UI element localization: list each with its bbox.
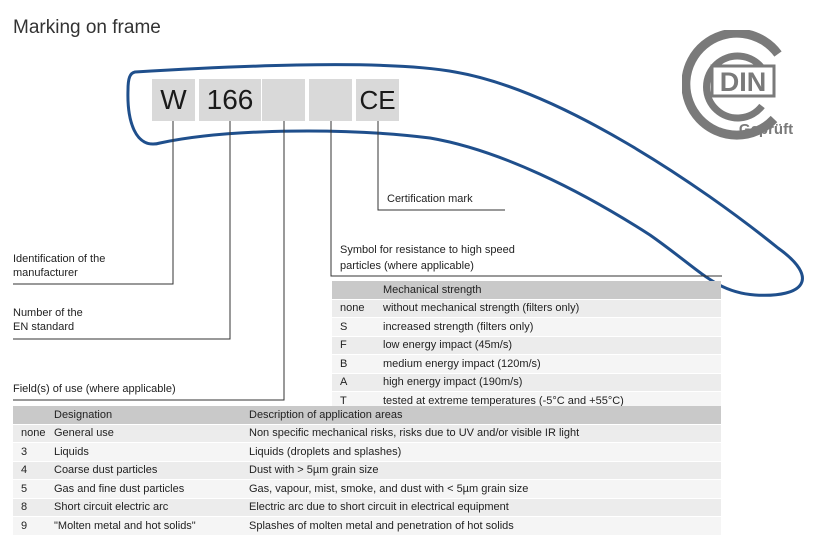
table-row: 9 "Molten metal and hot solids" Splashes o… <box>13 516 721 535</box>
table-row: none without mechanical strength (filters… <box>332 299 721 318</box>
label-en-standard: Number of the EN standard <box>13 306 83 334</box>
description-cell: Dust with > 5µm grain size <box>249 464 379 477</box>
leader-manufacturer <box>13 121 174 285</box>
designation-cell: General use <box>54 427 114 440</box>
table-row: 4 Coarse dust particles Dust with > 5µm gr… <box>13 461 721 480</box>
label-en-line1: Number of the <box>13 307 83 319</box>
designation-cell: Gas and fine dust particles <box>54 482 185 495</box>
description-cell: high energy impact (190m/s) <box>383 376 523 389</box>
code-cell: A <box>340 376 348 389</box>
label-high-speed-line2: particles (where applicable) <box>340 260 474 272</box>
code-cell: 4 <box>21 464 28 477</box>
code-cell: T <box>340 394 347 407</box>
din-logo-subtext: Geprüft <box>739 121 793 138</box>
code-cell: B <box>340 357 348 370</box>
leader-fields <box>13 121 285 401</box>
header-cell <box>13 406 46 424</box>
mechanical-strength-table: Mechanical strength none without mechanic… <box>332 281 721 410</box>
label-fields-of-use: Field(s) of use (where applicable) <box>13 383 176 395</box>
description-cell: medium energy impact (120m/s) <box>383 357 541 370</box>
description-cell: low energy impact (45m/s) <box>383 339 512 352</box>
description-cell: increased strength (filters only) <box>383 320 534 333</box>
header-cell: Mechanical strength <box>383 283 482 296</box>
ce-mark: CE <box>356 79 399 121</box>
code-cell: 5 <box>21 482 28 495</box>
description-cell: Non specific mechanical risks, risks due… <box>249 427 580 440</box>
designation-cell: "Molten metal and hot solids" <box>54 519 196 532</box>
description-cell: Liquids (droplets and splashes) <box>249 445 402 458</box>
page-title: Marking on frame <box>13 17 161 38</box>
marking-box-w: W <box>152 79 195 121</box>
code-cell: 9 <box>21 519 28 532</box>
code-cell: 8 <box>21 501 28 514</box>
designation-cell: Coarse dust particles <box>54 464 158 477</box>
label-en-line2: EN standard <box>13 321 75 333</box>
description-cell: Gas, vapour, mist, smoke, and dust with … <box>249 482 529 495</box>
din-logo-text: DIN <box>720 67 767 97</box>
table-row: 3 Liquids Liquids (droplets and splashes) <box>13 442 721 461</box>
description-cell: Splashes of molten metal and penetration… <box>249 519 514 532</box>
code-cell: none <box>21 427 46 440</box>
frame-outline <box>126 63 804 297</box>
leader-high-speed <box>330 121 722 277</box>
label-manufacturer-line2: manufacturer <box>13 267 78 279</box>
marking-box-empty-2 <box>309 79 352 121</box>
description-cell: without mechanical strength (filters onl… <box>383 302 580 315</box>
designation-cell: Liquids <box>54 445 89 458</box>
table-header-row: Designation Description of application a… <box>13 406 721 424</box>
code-cell: S <box>340 320 348 333</box>
label-certification-mark: Certification mark <box>387 193 473 205</box>
label-high-speed-line1: Symbol for resistance to high speed <box>340 244 515 256</box>
code-cell: none <box>340 302 365 315</box>
marking-box-empty-1 <box>262 79 305 121</box>
header-cell: Description of application areas <box>249 408 403 421</box>
label-manufacturer: Identification of the manufacturer <box>13 252 105 280</box>
description-cell: tested at extreme temperatures (-5°C and… <box>383 394 624 407</box>
header-cell: Designation <box>54 408 113 421</box>
designation-cell: Short circuit electric arc <box>54 501 169 514</box>
marking-box-standard: 166 <box>199 79 261 121</box>
table-header-row: Mechanical strength <box>332 281 721 299</box>
label-high-speed: Symbol for resistance to high speed part… <box>340 243 515 273</box>
label-manufacturer-line1: Identification of the <box>13 253 106 265</box>
field-of-use-table: Designation Description of application a… <box>13 406 721 535</box>
code-cell: F <box>340 339 347 352</box>
leader-en-standard <box>13 121 231 340</box>
leader-certification <box>377 121 505 211</box>
header-cell <box>332 281 375 299</box>
din-gepruft-seal-icon: DIN Geprüft <box>682 30 793 140</box>
table-row: 5 Gas and fine dust particles Gas, vapour,… <box>13 479 721 498</box>
code-cell: 3 <box>21 445 28 458</box>
table-row: none General use Non specific mechanical r… <box>13 424 721 443</box>
table-row: 8 Short circuit electric arc Electric arc … <box>13 498 721 517</box>
description-cell: Electric arc due to short circuit in ele… <box>249 501 509 514</box>
